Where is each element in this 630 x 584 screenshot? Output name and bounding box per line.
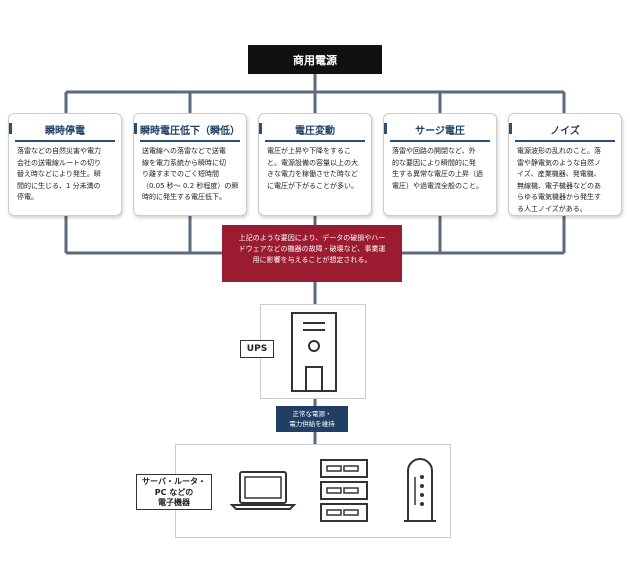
- devices-frame: [175, 444, 451, 538]
- card-title: 電圧変動: [259, 122, 365, 142]
- commercial-power-box: 商用電源: [248, 45, 382, 74]
- cause-card-surge-voltage: サージ電圧 落雷や回路の開閉など、外的な要因により瞬間的に発生する異常な電圧の上…: [383, 113, 497, 216]
- ups-frame: [260, 304, 366, 399]
- router-icon: [404, 458, 436, 522]
- cause-card-voltage-dip: 瞬時電圧低下（瞬低） 送電線への落雷などで送電線を電力系統から瞬時に切り離すまで…: [133, 113, 247, 216]
- server-rack-icon: [320, 459, 368, 522]
- card-title: 瞬時電圧低下（瞬低）: [134, 122, 240, 142]
- commercial-power-label: 商用電源: [293, 53, 337, 67]
- card-body: 落雷や回路の開閉など、外的な要因により瞬間的に発生する異常な電圧の上昇（過電圧）…: [392, 147, 483, 190]
- card-title: サージ電圧: [384, 122, 490, 142]
- risk-summary-box: 上記のような要因により、データの破損やハードウェアなどの機器の故障・破壊など、事…: [222, 225, 402, 282]
- card-body: 電圧が上昇や下降をすること。電源設備の容量以上の大きな電力を稼働させた時などに電…: [267, 147, 358, 190]
- ups-label: UPS: [240, 340, 274, 358]
- card-title: 瞬時停電: [9, 122, 115, 142]
- ups-tower-icon: [291, 312, 337, 392]
- device-icons: [229, 458, 436, 522]
- card-body: 落雷などの自然災害や電力会社の送電線ルートの切り替え時などにより発生。瞬間的に生…: [17, 147, 101, 201]
- stable-supply-box: 正常な電源・電力供給を維持: [276, 406, 348, 432]
- card-title: ノイズ: [509, 122, 615, 142]
- cause-card-noise: ノイズ 電源波形の乱れのこと。落雷や静電気のような自然ノイズ、産業機器、発電機、…: [508, 113, 622, 216]
- laptop-icon: [229, 471, 297, 510]
- devices-label: サーバ・ルータ・PC などの電子機器: [136, 474, 212, 510]
- cause-card-momentary-outage: 瞬時停電 落雷などの自然災害や電力会社の送電線ルートの切り替え時などにより発生。…: [8, 113, 122, 216]
- card-body: 電源波形の乱れのこと。落雷や静電気のような自然ノイズ、産業機器、発電機、無線機、…: [517, 147, 601, 213]
- cause-card-voltage-fluctuation: 電圧変動 電圧が上昇や下降をすること。電源設備の容量以上の大きな電力を稼働させた…: [258, 113, 372, 216]
- card-body: 送電線への落雷などで送電線を電力系統から瞬時に切り離すまでのごく短時間（0.05…: [142, 147, 239, 201]
